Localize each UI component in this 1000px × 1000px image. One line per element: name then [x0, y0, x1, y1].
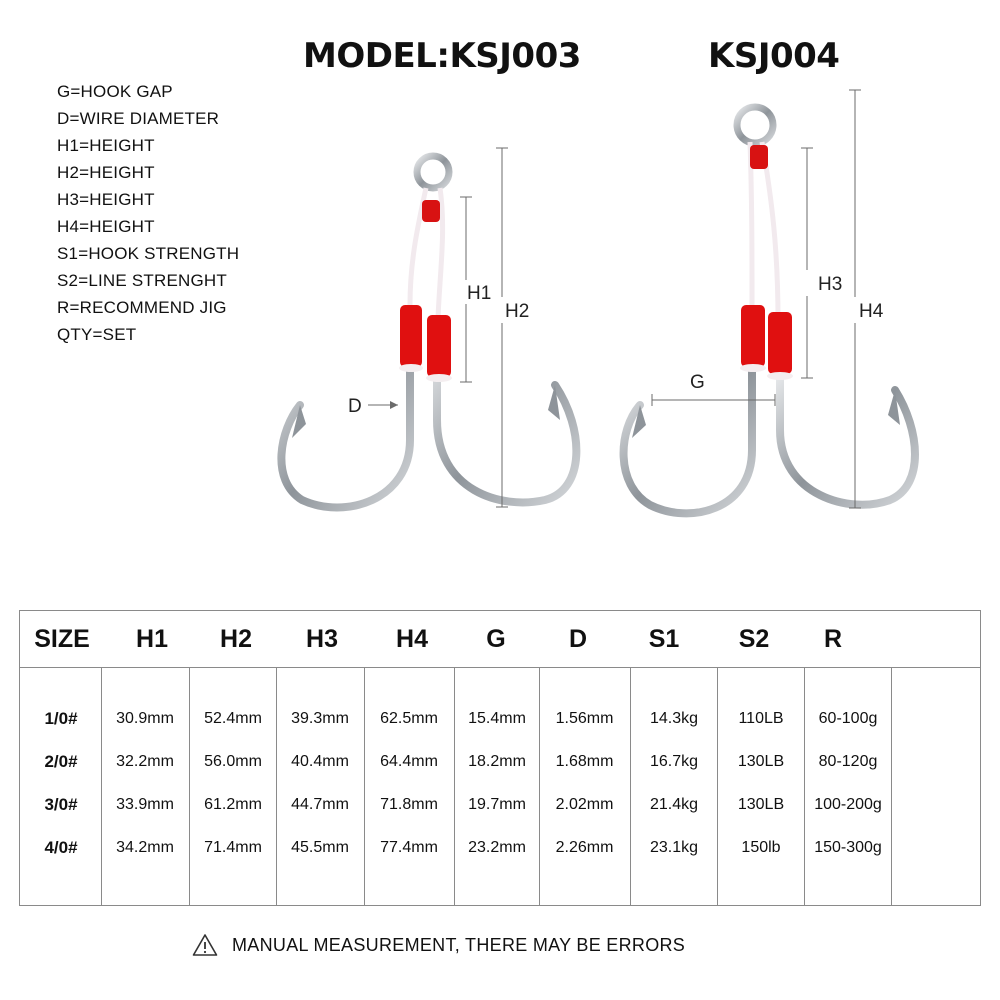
hook-ksj003-image [277, 152, 581, 512]
table-row: 1/0# 30.9mm 52.4mm 39.3mm 62.5mm 15.4mm … [20, 699, 980, 739]
cell-s1: 14.3kg [649, 710, 699, 727]
header-g: G [486, 625, 506, 653]
cell-g: 19.7mm [468, 796, 526, 813]
warning-icon [192, 934, 218, 956]
column-divider [454, 667, 455, 905]
legend-item: QTY=SET [57, 325, 137, 344]
model-title-ksj004: KSJ004 [708, 36, 840, 76]
header-r: R [823, 625, 843, 653]
table-row: 3/0# 33.9mm 61.2mm 44.7mm 71.8mm 19.7mm … [20, 785, 980, 825]
legend-item: S1=HOOK STRENGTH [57, 244, 240, 263]
label-h3: H3 [818, 274, 842, 295]
cell-d: 2.26mm [555, 839, 614, 856]
legend-item: H1=HEIGHT [57, 136, 155, 155]
cell-r: 150-300g [814, 839, 882, 856]
column-divider [101, 667, 102, 905]
cell-h4: 71.8mm [380, 796, 438, 813]
hook-ksj004-image [619, 103, 919, 518]
legend-item: H3=HEIGHT [57, 190, 155, 209]
legend-item: G=HOOK GAP [57, 82, 173, 101]
note-text: MANUAL MEASUREMENT, THERE MAY BE ERRORS [232, 934, 686, 955]
column-divider [276, 667, 277, 905]
legend-item: R=RECOMMEND JIG [57, 298, 227, 317]
table-row: 4/0# 34.2mm 71.4mm 45.5mm 77.4mm 23.2mm … [20, 828, 980, 868]
cell-r: 100-200g [814, 796, 882, 813]
column-divider [804, 667, 805, 905]
header-size: SIZE [34, 625, 90, 653]
cell-s1: 21.4kg [649, 796, 699, 813]
header-s1: S1 [648, 625, 680, 653]
cell-h3: 44.7mm [291, 796, 349, 813]
cell-r: 60-100g [818, 710, 878, 727]
model-title-ksj003: MODEL:KSJ003 [303, 36, 581, 76]
label-d: D [348, 396, 362, 417]
cell-s2: 130LB [737, 796, 785, 813]
cell-h1: 30.9mm [116, 710, 174, 727]
cell-s2: 130LB [737, 753, 785, 770]
label-g: G [690, 372, 705, 393]
cell-size: 1/0# [44, 709, 78, 728]
label-h1: H1 [467, 283, 491, 304]
cell-h4: 64.4mm [380, 753, 438, 770]
header-s2: S2 [738, 625, 770, 653]
header-h2: H2 [220, 625, 252, 653]
column-divider [539, 667, 540, 905]
cell-s2: 150lb [741, 839, 781, 856]
header-d: D [568, 625, 588, 653]
cell-s1: 23.1kg [649, 839, 699, 856]
table-row: 2/0# 32.2mm 56.0mm 40.4mm 64.4mm 18.2mm … [20, 742, 980, 782]
cell-size: 3/0# [44, 795, 78, 814]
legend-item: H4=HEIGHT [57, 217, 155, 236]
cell-g: 15.4mm [468, 710, 526, 727]
cell-h2: 71.4mm [204, 839, 262, 856]
cell-h3: 45.5mm [291, 839, 349, 856]
column-divider [364, 667, 365, 905]
label-h2: H2 [505, 301, 529, 322]
cell-h3: 40.4mm [291, 753, 349, 770]
cell-h1: 32.2mm [116, 753, 174, 770]
legend-item: S2=LINE STRENGHT [57, 271, 227, 290]
cell-g: 18.2mm [468, 753, 526, 770]
table-header-row: SIZE H1 H2 H3 H4 G D S1 S2 R [20, 611, 980, 668]
cell-size: 2/0# [44, 752, 78, 771]
cell-h4: 62.5mm [380, 710, 438, 727]
cell-s1: 16.7kg [649, 753, 699, 770]
spec-table: SIZE H1 H2 H3 H4 G D S1 S2 R 1/0# 30.9mm… [19, 610, 981, 906]
column-divider [189, 667, 190, 905]
legend-item: D=WIRE DIAMETER [57, 109, 220, 128]
measurement-note: MANUAL MEASUREMENT, THERE MAY BE ERRORS [192, 932, 685, 958]
cell-d: 2.02mm [555, 796, 614, 813]
label-h4: H4 [859, 301, 884, 322]
column-divider [717, 667, 718, 905]
header-h4: H4 [396, 625, 428, 653]
cell-h4: 77.4mm [380, 839, 438, 856]
cell-g: 23.2mm [468, 839, 526, 856]
header-h3: H3 [306, 625, 338, 653]
dimension-legend: G=HOOK GAP D=WIRE DIAMETER H1=HEIGHT H2=… [57, 78, 239, 348]
cell-h1: 33.9mm [116, 796, 174, 813]
cell-h1: 34.2mm [116, 839, 174, 856]
column-divider [630, 667, 631, 905]
cell-s2: 110LB [738, 710, 784, 727]
cell-d: 1.56mm [555, 710, 614, 727]
cell-h2: 52.4mm [204, 710, 262, 727]
cell-h2: 61.2mm [204, 796, 262, 813]
cell-h2: 56.0mm [204, 753, 262, 770]
cell-r: 80-120g [818, 753, 878, 770]
column-divider [891, 667, 892, 905]
cell-h3: 39.3mm [291, 710, 349, 727]
hook-diagram: D H1 H2 G H3 H4 [277, 89, 919, 518]
legend-item: H2=HEIGHT [57, 163, 155, 182]
header-h1: H1 [136, 625, 168, 653]
cell-d: 1.68mm [555, 753, 614, 770]
cell-size: 4/0# [44, 838, 78, 857]
